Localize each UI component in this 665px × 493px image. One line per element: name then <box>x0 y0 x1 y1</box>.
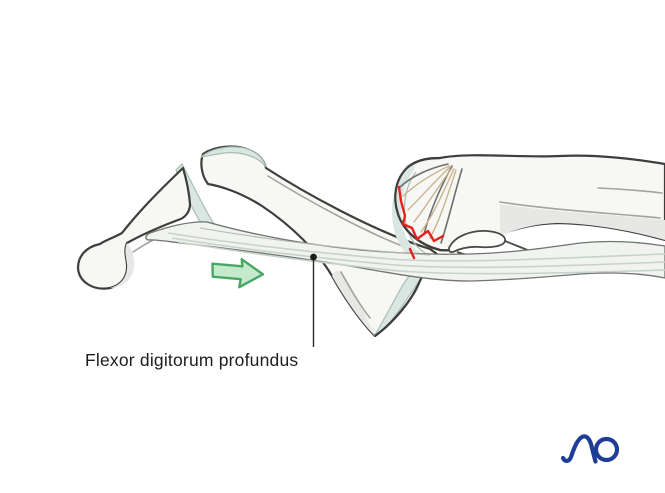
fracture-line <box>397 185 445 243</box>
proximal-phalanx <box>392 154 665 268</box>
avulsion-red-mark <box>408 247 416 260</box>
direction-arrow-icon <box>211 258 265 289</box>
figure-caption: Flexor digitorum profundus <box>85 350 299 370</box>
ao-logo-a <box>560 434 598 464</box>
fdp-tendon <box>145 221 665 282</box>
distal-phalanx <box>76 162 228 290</box>
ao-logo-o <box>593 436 620 463</box>
middle-phalanx <box>200 145 439 338</box>
ao-logo <box>560 434 620 464</box>
leader-line <box>310 253 317 347</box>
tendon-fiber-fan <box>399 163 463 244</box>
dip-condyle-cartilage <box>200 146 267 168</box>
leader-dot <box>310 253 317 261</box>
